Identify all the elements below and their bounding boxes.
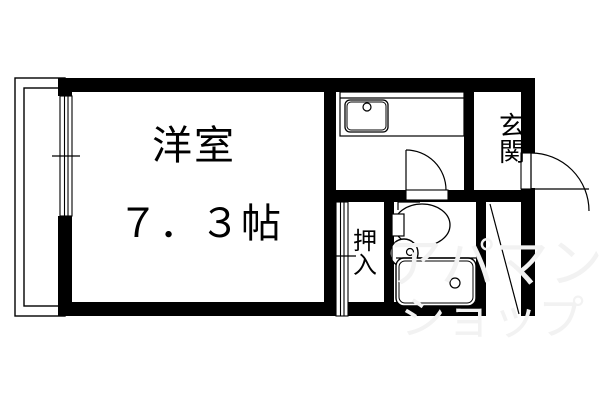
- kitchen-door-icon: [405, 149, 449, 201]
- entrance-door-icon: [520, 152, 590, 212]
- sliding-window-icon: [52, 95, 80, 217]
- room-label-genkan: 玄関: [494, 112, 525, 164]
- room-label-yoshitsu: 洋室: [152, 123, 236, 169]
- sliding-closet-door-icon: [328, 201, 356, 317]
- walls: [58, 78, 535, 316]
- kitchen-sink-icon: [344, 99, 389, 133]
- room-area-label: ７．３帖: [118, 201, 282, 247]
- bathtub-icon: [395, 257, 477, 307]
- toilet-icon: [391, 203, 451, 247]
- balcony-icon: [14, 77, 66, 317]
- hall-partition-icon: [467, 92, 473, 190]
- room-label-oshiire: 押入: [348, 228, 377, 276]
- shoe-box-icon: [486, 202, 521, 316]
